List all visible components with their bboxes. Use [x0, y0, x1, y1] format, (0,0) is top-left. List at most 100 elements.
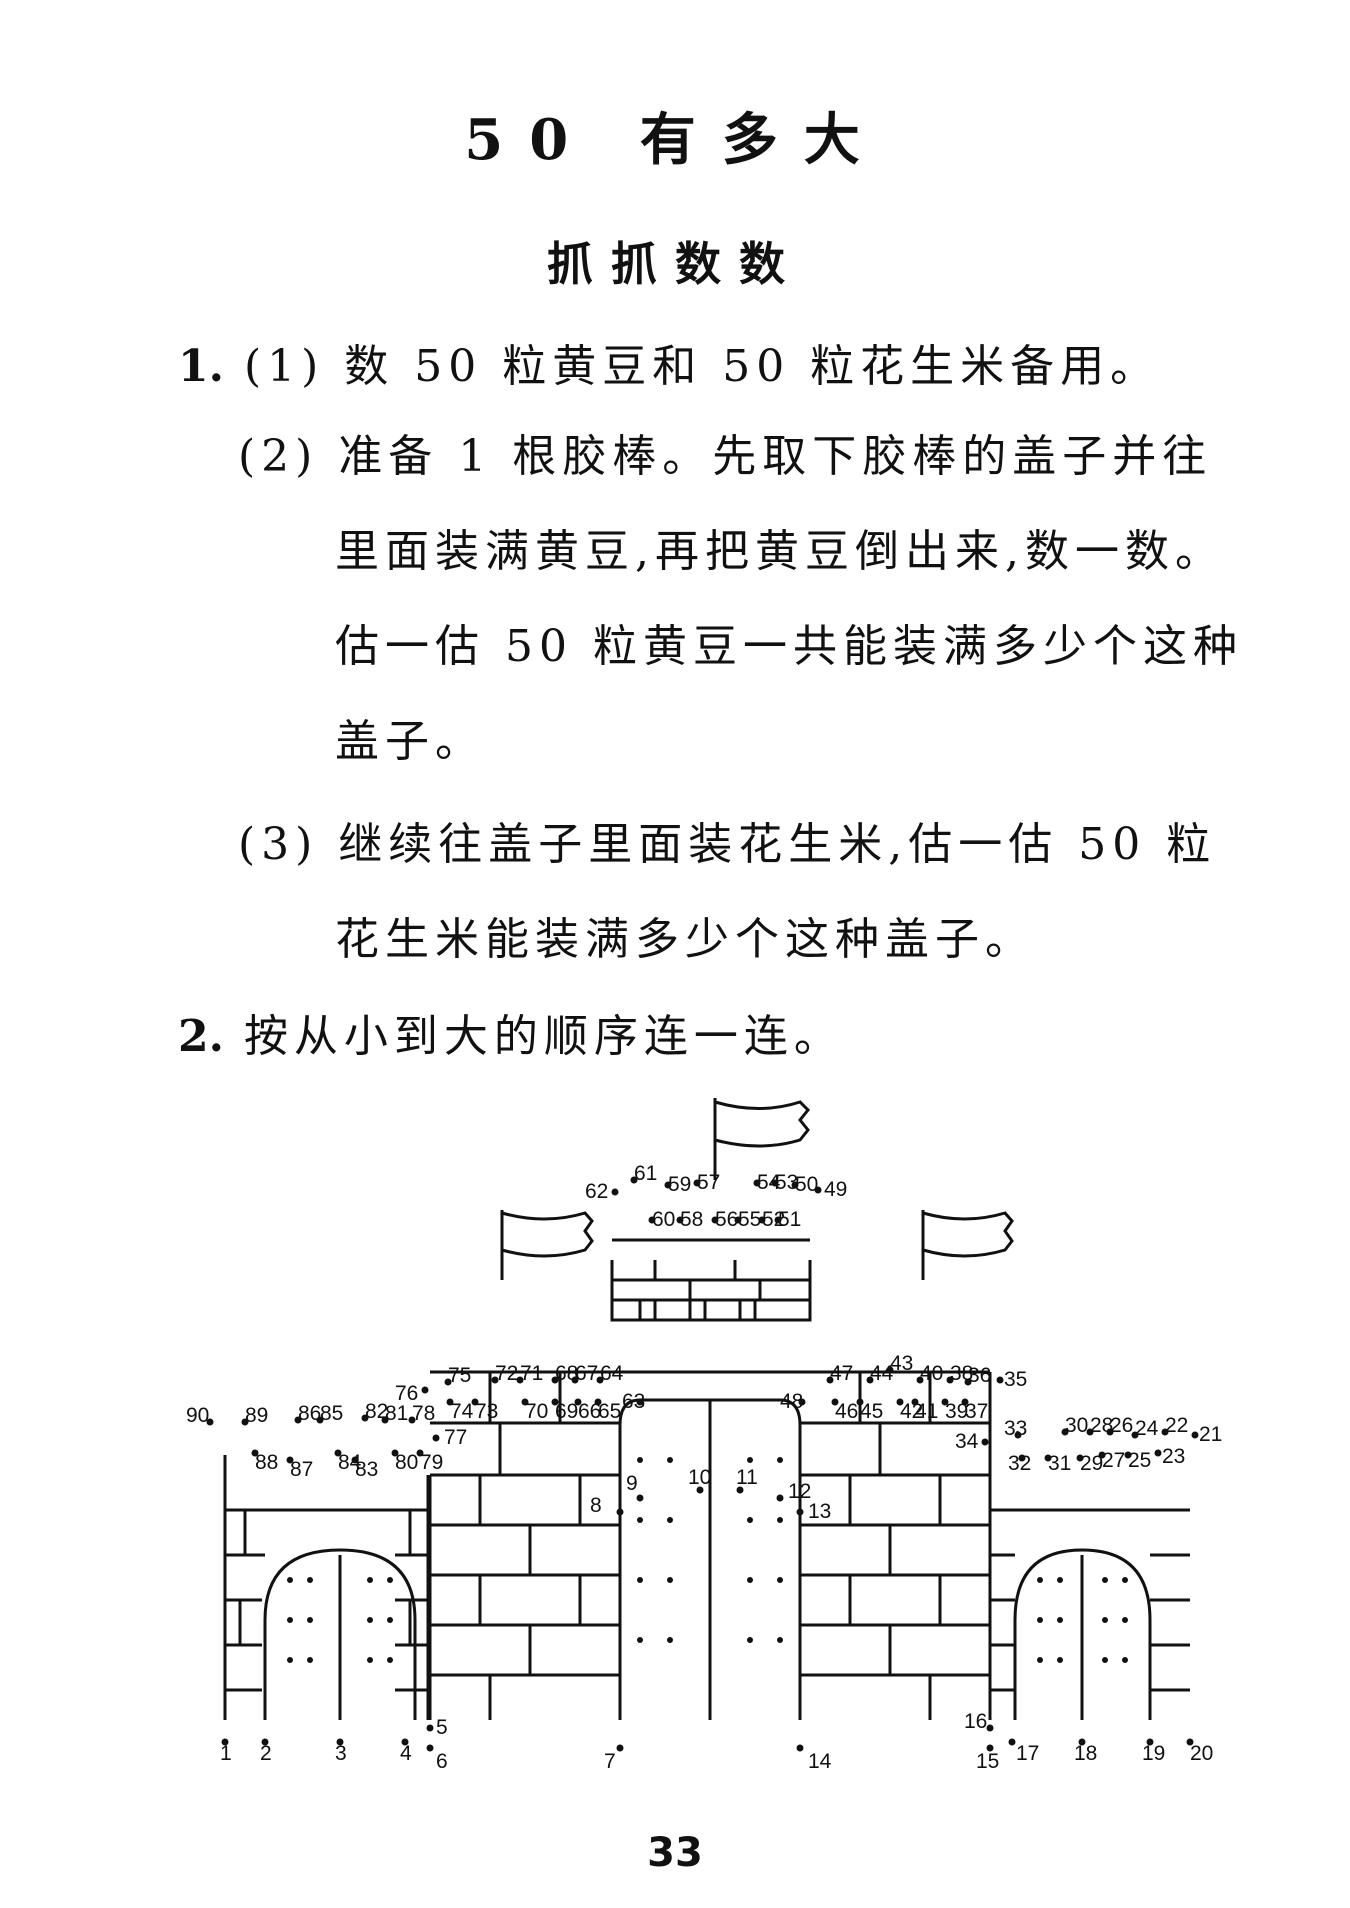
dot-label-14: 14 — [808, 1750, 832, 1773]
dot-28 — [1086, 1428, 1094, 1436]
dot-27 — [1098, 1451, 1106, 1459]
dot-62 — [611, 1188, 619, 1196]
dot-8 — [616, 1508, 624, 1516]
dot-label-60: 60 — [652, 1208, 675, 1231]
dot-label-45: 45 — [860, 1400, 883, 1423]
dot-label-22: 22 — [1165, 1414, 1188, 1437]
dot-label-43: 43 — [890, 1352, 913, 1375]
dot-label-31: 31 — [1048, 1452, 1071, 1475]
dot-24 — [1131, 1431, 1139, 1439]
dot-label-39: 39 — [945, 1400, 968, 1423]
dot-13 — [796, 1508, 804, 1516]
dot-label-46: 46 — [835, 1400, 858, 1423]
dot-label-75: 75 — [448, 1364, 471, 1387]
dot-label-64: 64 — [600, 1362, 624, 1385]
dot-40 — [916, 1376, 924, 1384]
dot-label-58: 58 — [680, 1208, 703, 1231]
dot-label-11: 11 — [736, 1466, 758, 1489]
dot-label-88: 88 — [255, 1451, 278, 1474]
dot-label-90: 90 — [186, 1404, 209, 1427]
dot-89 — [241, 1418, 249, 1426]
dot-19 — [1146, 1738, 1154, 1746]
dot-label-15: 15 — [976, 1750, 999, 1773]
dot-label-73: 73 — [475, 1400, 498, 1423]
dot-52 — [758, 1216, 766, 1224]
dot-label-55: 55 — [738, 1208, 761, 1231]
dot-label-4: 4 — [400, 1742, 412, 1765]
question-1-part-1: 1. (1) 数 50 粒黄豆和 50 粒花生米备用。 — [178, 330, 1160, 394]
dot-14 — [796, 1744, 804, 1752]
dot-3 — [336, 1738, 344, 1746]
dot-label-50: 50 — [795, 1173, 818, 1196]
dot-43 — [886, 1366, 894, 1374]
question-1-part-2-line-1: (2) 准备 1 根胶棒。先取下胶棒的盖子并往 — [238, 431, 1213, 482]
question-1-part-3-line-2: 花生米能装满多少个这种盖子。 — [335, 914, 1035, 965]
dot-label-71: 71 — [520, 1362, 543, 1385]
dot-11 — [736, 1486, 744, 1494]
dot-15 — [986, 1744, 994, 1752]
dot-34 — [981, 1438, 989, 1446]
dot-label-65: 65 — [598, 1400, 621, 1423]
dot-51 — [774, 1216, 782, 1224]
dot-label-52: 52 — [762, 1208, 785, 1231]
dot-67 — [571, 1376, 579, 1384]
dot-label-85: 85 — [320, 1402, 343, 1425]
dot-label-61: 61 — [634, 1162, 657, 1185]
question-1-part-2-line-2: 里面装满黄豆,再把黄豆倒出来,数一数。 — [335, 526, 1225, 577]
dot-label-83: 83 — [355, 1458, 378, 1481]
question-1-number: 1. — [178, 341, 224, 392]
dot-label-59: 59 — [668, 1173, 691, 1196]
dot-70 — [521, 1398, 529, 1406]
dot-2 — [261, 1738, 269, 1746]
dot-label-42: 42 — [900, 1400, 923, 1423]
dot-37 — [961, 1398, 969, 1406]
dot-12 — [776, 1494, 784, 1502]
dot-6 — [426, 1744, 434, 1752]
dot-label-69: 69 — [555, 1400, 578, 1423]
dot-label-34: 34 — [955, 1430, 979, 1453]
dot-22 — [1161, 1428, 1169, 1436]
dot-label-19: 19 — [1142, 1742, 1165, 1765]
dot-label-28: 28 — [1090, 1414, 1113, 1437]
dot-label-54: 54 — [757, 1171, 781, 1194]
dot-66 — [574, 1398, 582, 1406]
right-flag — [921, 1211, 1014, 1258]
dot-label-30: 30 — [1065, 1414, 1088, 1437]
dot-32 — [1018, 1454, 1026, 1462]
dot-label-78: 78 — [412, 1402, 435, 1425]
dot-83 — [351, 1456, 359, 1464]
dot-10 — [696, 1486, 704, 1494]
center-wall-bricks — [430, 1372, 990, 1720]
dot-54 — [753, 1179, 761, 1187]
dot-90 — [206, 1418, 214, 1426]
dot-80 — [391, 1449, 399, 1457]
dot-59 — [664, 1181, 672, 1189]
dot-label-41: 41 — [915, 1400, 938, 1423]
dot-label-87: 87 — [290, 1458, 313, 1481]
dot-label-81: 81 — [385, 1402, 408, 1425]
dot-7 — [616, 1744, 624, 1752]
dot-label-16: 16 — [964, 1710, 987, 1733]
dot-35 — [996, 1376, 1004, 1384]
dot-64 — [596, 1376, 604, 1384]
dot-9 — [636, 1494, 644, 1502]
dot-label-56: 56 — [715, 1208, 738, 1231]
dot-label-10: 10 — [688, 1466, 711, 1489]
dot-76 — [421, 1386, 429, 1394]
dot-label-67: 67 — [575, 1362, 598, 1385]
dot-26 — [1106, 1428, 1114, 1436]
dot-42 — [896, 1398, 904, 1406]
dot-81 — [381, 1416, 389, 1424]
dot-label-17: 17 — [1016, 1742, 1039, 1765]
page-title: 50 有多大 — [464, 107, 886, 173]
dot-79 — [416, 1449, 424, 1457]
dot-label-13: 13 — [808, 1500, 831, 1523]
dot-4 — [401, 1738, 409, 1746]
dot-label-6: 6 — [436, 1750, 448, 1773]
keep-outline — [610, 1260, 812, 1322]
dot-label-86: 86 — [298, 1402, 321, 1425]
left-flag — [500, 1211, 594, 1258]
dot-72 — [491, 1376, 499, 1384]
question-1-part-1-text: (1) 数 50 粒黄豆和 50 粒花生米备用。 — [243, 341, 1161, 392]
dot-75 — [444, 1378, 452, 1386]
